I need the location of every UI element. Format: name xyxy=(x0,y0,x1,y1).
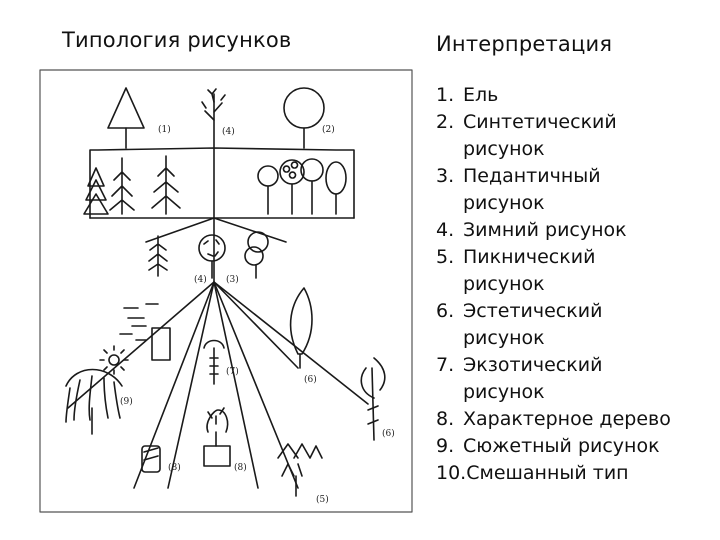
list-item: 5. Пикнический рисунок xyxy=(436,244,716,298)
stump-drawing xyxy=(141,445,161,473)
list-item-text: Синтетический рисунок xyxy=(463,111,617,160)
interpretation-list: 1. Ель 2. Синтетический рисунок 3. Педантич… xyxy=(436,82,716,487)
list-item: 8. Характерное дерево xyxy=(436,406,716,433)
list-item: 10.Смешанный тип xyxy=(436,460,716,487)
figure-label-6-right: (6) xyxy=(382,428,395,439)
potted-plant-drawing xyxy=(203,407,231,467)
clouds-drawing xyxy=(119,303,159,341)
list-item-number: 2. xyxy=(436,111,455,133)
cypress-leaf-drawing xyxy=(289,287,313,369)
list-item-number: 8. xyxy=(436,408,455,430)
figure-label-1: (1) xyxy=(158,124,171,135)
figure-label-7: (7) xyxy=(226,366,239,377)
list-item-number: 5. xyxy=(436,246,455,268)
middle-roof xyxy=(145,217,287,243)
figure-label-8-center: (8) xyxy=(234,462,247,473)
figure-frame xyxy=(39,69,413,513)
list-item: 7. Экзотический рисунок xyxy=(436,352,716,406)
list-item-text: Педантичный рисунок xyxy=(463,165,601,214)
list-item-number: 9. xyxy=(436,435,455,457)
list-item-number: 1. xyxy=(436,84,455,106)
palm-drawing xyxy=(360,357,386,441)
list-item-number: 4. xyxy=(436,219,455,241)
list-item-text: Смешанный тип xyxy=(466,462,629,484)
figure-label-2: (2) xyxy=(322,124,335,135)
sun-drawing xyxy=(99,345,129,375)
small-spruces-drawing xyxy=(83,155,181,215)
list-item-text: Сюжетный рисунок xyxy=(463,435,660,457)
list-item: 9. Сюжетный рисунок xyxy=(436,433,716,460)
list-item-text: Характерное дерево xyxy=(463,408,671,430)
figure-label-8-left: (8) xyxy=(168,462,181,473)
middle-trees-drawing xyxy=(148,231,269,279)
radiating-rays xyxy=(67,281,369,489)
willow-drawing xyxy=(65,368,123,435)
spruce-triangle-drawing xyxy=(107,87,145,149)
list-item-number: 6. xyxy=(436,300,455,322)
figure-label-4-mid: (4) xyxy=(194,274,207,285)
figure-label-4-top: (4) xyxy=(222,126,235,137)
list-item-text: Пикнический рисунок xyxy=(463,246,596,295)
list-item-text: Экзотический рисунок xyxy=(463,354,603,403)
small-round-trees-drawing xyxy=(257,158,347,215)
mixed-spruce-drawing xyxy=(277,443,323,497)
list-item: 2. Синтетический рисунок xyxy=(436,109,716,163)
bare-branch-drawing xyxy=(201,88,226,149)
figure-label-6-upper: (6) xyxy=(304,374,317,385)
list-item: 6. Эстетический рисунок xyxy=(436,298,716,352)
list-item-text: Эстетический рисунок xyxy=(463,300,603,349)
list-item: 4. Зимний рисунок xyxy=(436,217,716,244)
upper-bracket xyxy=(89,147,355,219)
list-item-text: Ель xyxy=(463,84,499,106)
house-drawing xyxy=(151,327,171,361)
list-item-number: 10. xyxy=(436,462,467,484)
figure-label-3: (3) xyxy=(226,274,239,285)
figure-label-9: (9) xyxy=(120,396,133,407)
figure-label-5: (5) xyxy=(316,494,329,505)
tree-typology-figure: (1) (4) (2) (4) (3) (7) (6) (9) (8) (8) … xyxy=(39,69,413,513)
list-item-text: Зимний рисунок xyxy=(463,219,627,241)
list-item: 3. Педантичный рисунок xyxy=(436,163,716,217)
right-title: Интерпретация xyxy=(436,32,613,56)
list-item-number: 3. xyxy=(436,165,455,187)
left-title: Типология рисунков xyxy=(62,28,292,52)
exotic-tree-drawing xyxy=(203,339,225,385)
round-tree-drawing xyxy=(283,87,325,149)
list-item: 1. Ель xyxy=(436,82,716,109)
list-item-number: 7. xyxy=(436,354,455,376)
